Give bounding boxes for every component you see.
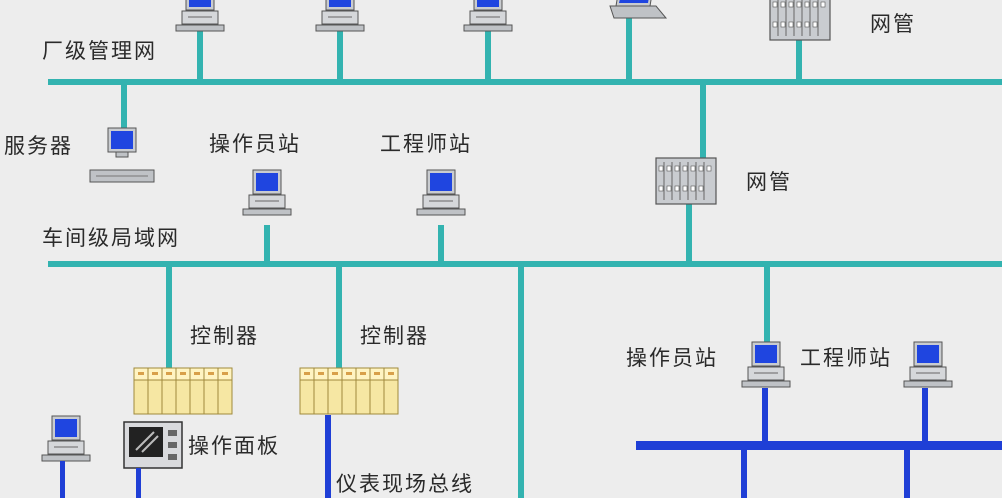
- engineer-station-2-label: 工程师站: [800, 346, 892, 370]
- operator-station-2-icon: [741, 341, 791, 388]
- operation-panel-label: 操作面板: [188, 434, 280, 458]
- network-mgmt-mid-label: 网管: [746, 170, 792, 194]
- server-label: 服务器: [4, 134, 73, 158]
- engineer-station-2-icon: [903, 341, 953, 388]
- plant-bus: [48, 14, 1002, 162]
- operation-panel-icon: [123, 421, 183, 469]
- operator-station-1-label: 操作员站: [209, 132, 301, 156]
- controller-2-icon: [299, 367, 399, 415]
- network-mgmt-rack-icon: [655, 157, 717, 205]
- fieldbus-lines: [60, 388, 1002, 498]
- controller-2-label: 控制器: [360, 324, 429, 348]
- top-laptop-icon: [609, 0, 667, 19]
- server-icon: [89, 127, 155, 183]
- network-mgmt-top-label: 网管: [870, 12, 916, 36]
- workshop-bus: [48, 200, 1002, 498]
- field-workstation-icon: [41, 415, 91, 462]
- engineer-station-1-icon: [416, 169, 466, 216]
- fieldbus-label: 仪表现场总线: [336, 472, 474, 496]
- top-rack-icon: [769, 0, 831, 41]
- operator-station-1-icon: [242, 169, 292, 216]
- engineer-station-1-label: 工程师站: [380, 132, 472, 156]
- top-workstation-2-icon: [315, 0, 365, 32]
- controller-1-label: 控制器: [190, 324, 259, 348]
- plant-network-label: 厂级管理网: [42, 39, 157, 63]
- top-workstation-3-icon: [463, 0, 513, 32]
- operator-station-2-label: 操作员站: [626, 346, 718, 370]
- workshop-lan-label: 车间级局域网: [42, 226, 180, 250]
- top-workstation-1-icon: [175, 0, 225, 32]
- controller-1-icon: [133, 367, 233, 415]
